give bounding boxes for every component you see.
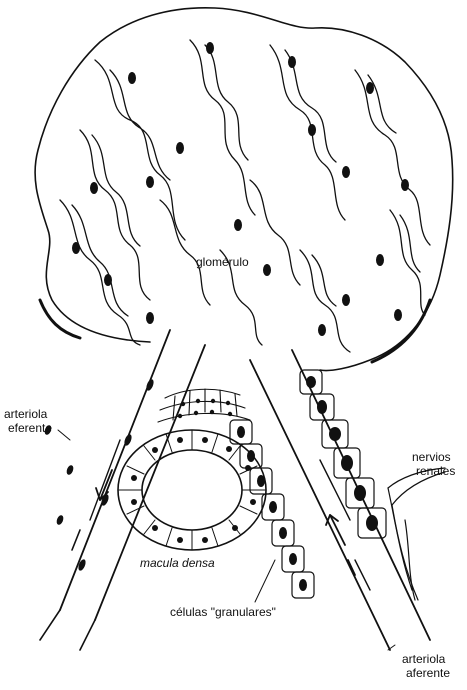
label-macula-densa: macula densa [140, 556, 215, 570]
macula-densa-cells [158, 389, 250, 422]
label-nervios-renales-1: nervios [412, 450, 451, 464]
efferent-arteriole-nuclei [43, 378, 155, 571]
renal-nerves [388, 468, 445, 600]
label-arteriola-eferente-1: arteriola [4, 407, 47, 421]
afferent-arteriole [250, 350, 430, 650]
capillary-loops [60, 40, 430, 352]
label-celulas-granulares: células "granulares" [170, 605, 276, 619]
label-glomerulo: glomérulo [196, 255, 249, 269]
label-arteriola-eferente-2: eferente [8, 421, 52, 435]
macula-densa-tubule [118, 430, 266, 550]
capillary-nuclei [72, 42, 409, 336]
label-nervios-renales-2: renales [416, 464, 455, 478]
label-arteriola-aferente-1: arteriola [402, 652, 445, 666]
label-arteriola-aferente-2: aferente [406, 666, 450, 680]
granular-cells [230, 370, 386, 598]
capsule-edge-left [40, 300, 80, 338]
